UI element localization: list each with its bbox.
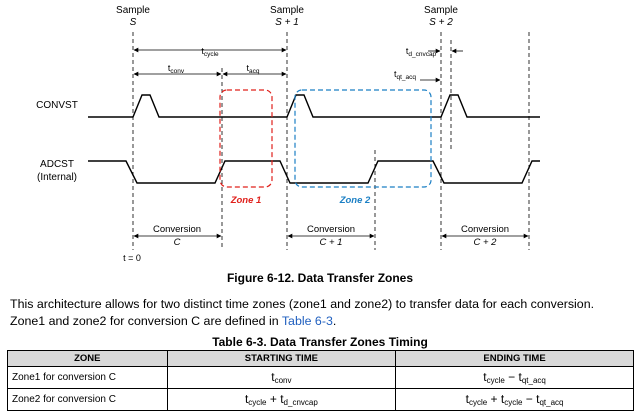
adcst-waveform (88, 160, 540, 184)
description-paragraph: This architecture allows for two distinc… (10, 296, 632, 330)
conversion-var: C + 1 (320, 237, 343, 248)
sample-var: S + 1 (275, 17, 299, 28)
zone2-box (294, 89, 432, 188)
zone1-box (219, 89, 273, 188)
zone1-label: Zone 1 (230, 195, 262, 206)
header-zone: ZONE (7, 350, 168, 367)
td-cnvcap-label: td_cnvcap (406, 46, 437, 58)
tqt-acq-label: tqt_acq (394, 69, 416, 81)
starting-time-cell: tcycle + td_cnvcap (166, 388, 397, 411)
sample-var: S + 2 (429, 17, 453, 28)
t0-label: t = 0 (123, 253, 141, 263)
table-row: Zone2 for conversion C tcycle + td_cnvca… (7, 388, 634, 411)
adcst-internal-label: (Internal) (37, 172, 77, 183)
table-caption: Table 6-3. Data Transfer Zones Timing (212, 335, 428, 349)
formula-operator: − (504, 370, 519, 384)
starting-time-cell: tconv (166, 366, 397, 389)
table-header-row: ZONE STARTING TIME ENDING TIME (7, 350, 634, 367)
conversion-label: Conversion (307, 224, 355, 235)
zone2-label: Zone 2 (339, 195, 371, 206)
formula-symbol: t (500, 392, 505, 406)
conversion-var: C + 2 (474, 237, 498, 248)
header-starting-time: STARTING TIME (166, 350, 397, 367)
formula-symbol: t (536, 392, 540, 406)
guide-lines (132, 32, 530, 250)
tcycle-label: tcycle (201, 46, 219, 58)
formula-subscript: cycle (248, 398, 267, 407)
formula-subscript: qt_acq (539, 398, 564, 407)
formula-operator: − (522, 392, 537, 406)
paragraph-text: This architecture allows for two distinc… (10, 297, 595, 328)
formula-symbol: t (244, 392, 249, 406)
conversion-label: Conversion (461, 224, 509, 235)
adcst-label: ADCST (40, 159, 74, 170)
tacq-label: tacq (247, 63, 260, 75)
formula-subscript: qt_acq (521, 376, 546, 385)
conversion-labels: Conversion C Conversion C + 1 Conversion… (153, 224, 509, 248)
timing-diagram: Sample S Sample S + 1 Sample S + 2 tcycl… (36, 5, 540, 263)
formula-operator: + (487, 392, 501, 406)
formula-subscript: conv (274, 376, 292, 385)
formula-subscript: d_cnvcap (283, 398, 318, 407)
tconv-label: tconv (168, 63, 185, 75)
table-row: Zone1 for conversion C tconv tcycle − tq… (7, 366, 634, 389)
convst-label: CONVST (36, 100, 78, 111)
paragraph-text-end: . (332, 314, 337, 328)
sample-label: Sample (116, 5, 150, 16)
table-link[interactable]: Table 6-3 (281, 314, 333, 328)
conversion-label: Conversion (153, 224, 201, 235)
timing-labels: tcycle tconv tacq td_cnvcap tqt_acq (168, 46, 437, 81)
timing-arrows (133, 47, 463, 83)
formula-symbol: t (465, 392, 469, 406)
zone-cell: Zone1 for conversion C (7, 366, 168, 389)
zones-timing-table: ZONE STARTING TIME ENDING TIME Zone1 for… (7, 350, 634, 411)
formula-subscript: cycle (504, 398, 523, 407)
zone-cell: Zone2 for conversion C (7, 388, 168, 411)
conversion-var: C (174, 237, 181, 248)
sample-label: Sample (270, 5, 304, 16)
formula-symbol: t (518, 370, 522, 384)
sample-label: Sample (424, 5, 458, 16)
formula-subscript: cycle (468, 398, 488, 407)
ending-time-cell: tcycle − tqt_acq (395, 366, 634, 389)
formula-subscript: cycle (486, 376, 505, 385)
ending-time-cell: tcycle + tcycle − tqt_acq (395, 388, 634, 411)
figure-caption: Figure 6-12. Data Transfer Zones (226, 271, 414, 285)
formula-operator: + (266, 392, 281, 406)
signal-labels: CONVST ADCST (Internal) (36, 100, 78, 183)
header-ending-time: ENDING TIME (395, 350, 634, 367)
formula-symbol: t (483, 370, 487, 384)
sample-labels: Sample S Sample S + 1 Sample S + 2 (116, 5, 458, 28)
formula-symbol: t (280, 392, 284, 406)
sample-var: S (130, 17, 137, 28)
formula-symbol: t (271, 370, 275, 384)
convst-waveform (88, 94, 540, 118)
